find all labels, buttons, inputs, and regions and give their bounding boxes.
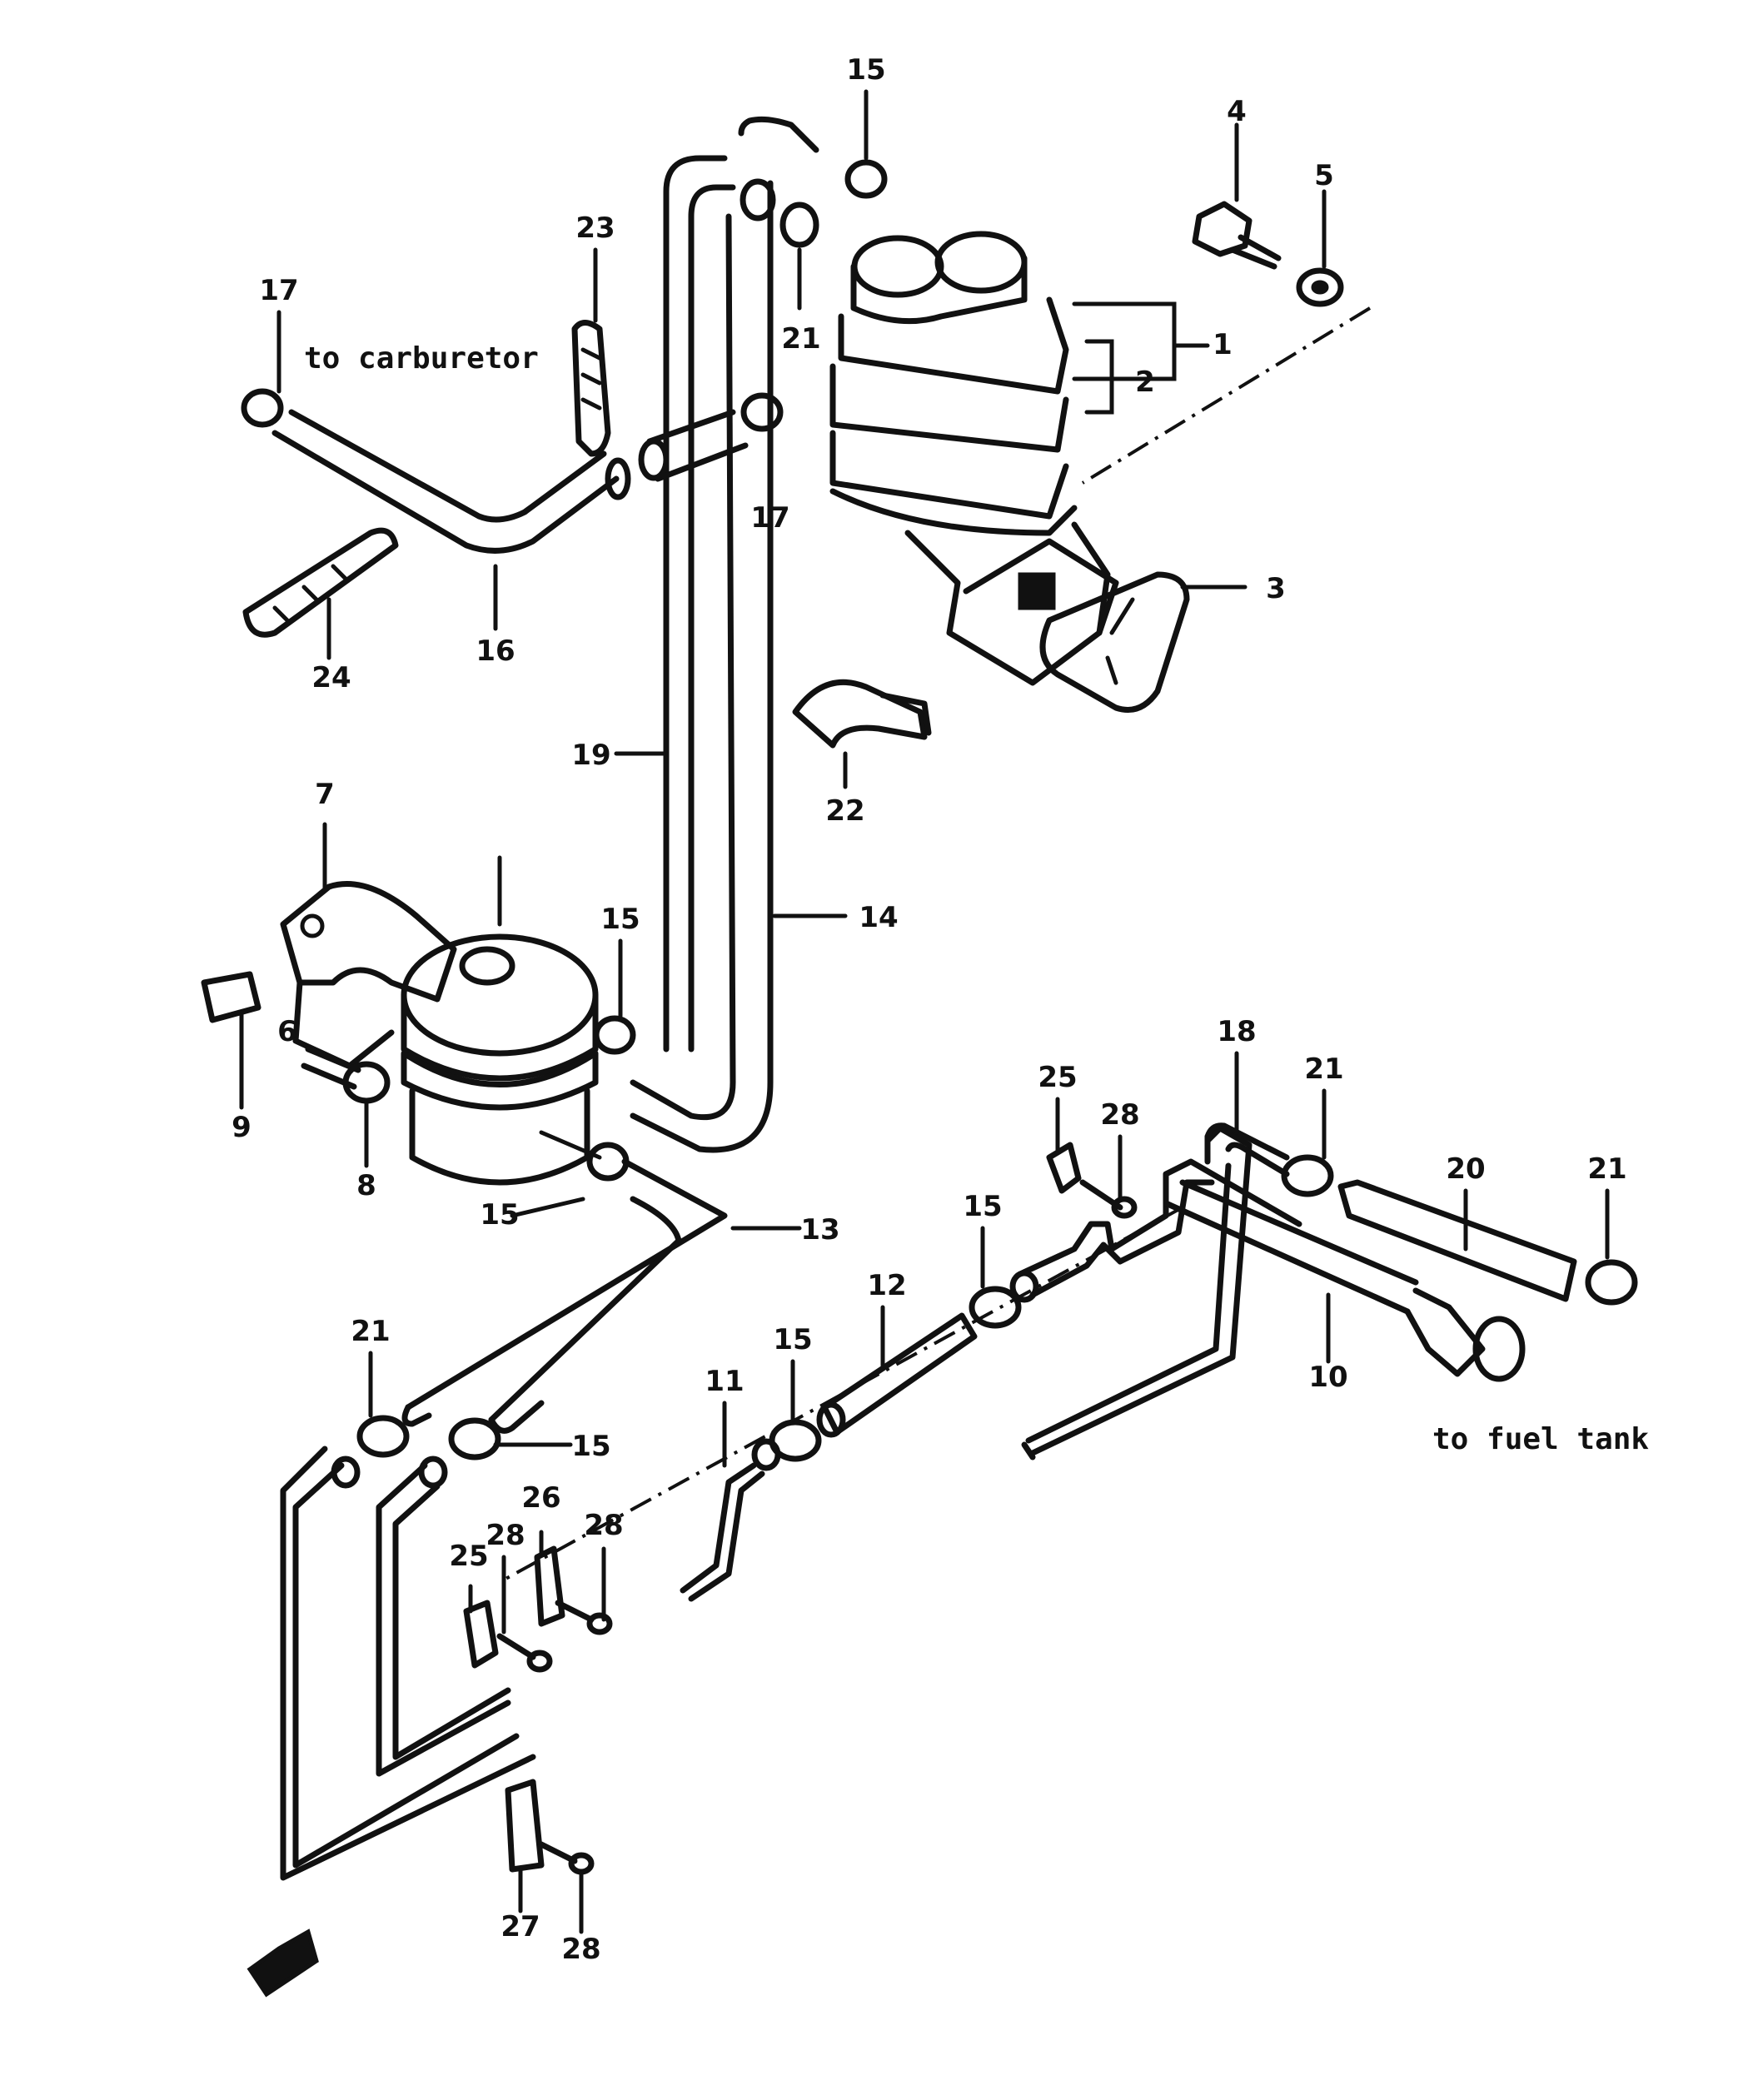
callout-28-right: 28 — [584, 1509, 623, 1542]
callout-19: 19 — [571, 739, 610, 772]
fuel-pipe-loop-right — [376, 1456, 511, 1777]
callout-4: 4 — [1227, 95, 1247, 128]
callout-28-bottom: 28 — [561, 1933, 600, 1966]
pipe-clamp-25-upper — [1046, 1142, 1138, 1219]
callout-14: 14 — [859, 901, 898, 934]
note-to-fuel-tank: to fuel tank — [1432, 1422, 1649, 1456]
fuel-hose-13 — [401, 1158, 728, 1434]
fuel-hose-20 — [1337, 1179, 1577, 1302]
bracket-bolt-8 — [301, 1046, 391, 1104]
hose-clip-17-mid — [740, 392, 784, 432]
callout-9: 9 — [232, 1111, 251, 1144]
callout-21-lower: 21 — [351, 1315, 390, 1348]
callout-15-pipe: 15 — [773, 1323, 812, 1356]
callout-15-top: 15 — [846, 53, 885, 87]
hose-clip-15-pipe — [769, 1419, 822, 1462]
fuel-pump — [829, 231, 1119, 686]
fuel-hose-19 — [663, 155, 736, 1052]
pipe-clamp-25-lower — [463, 1600, 553, 1673]
callout-28-upper: 28 — [1100, 1098, 1139, 1132]
callout-16: 16 — [476, 634, 515, 668]
hose-clip-21-right — [1281, 1154, 1334, 1197]
callout-11: 11 — [705, 1365, 744, 1398]
fuel-filter-bracket — [280, 881, 457, 1069]
hose-clip-15-top — [844, 159, 888, 199]
hose-clip-17-top — [241, 388, 284, 428]
fuel-pipe-18 — [1204, 1122, 1290, 1177]
grommet-9 — [201, 971, 261, 1023]
note-to-carburetor: to carburetor — [304, 341, 539, 376]
front-arrow-icon — [247, 1928, 319, 1998]
callout-13: 13 — [800, 1213, 839, 1247]
callout-3: 3 — [1266, 572, 1286, 605]
callout-23: 23 — [575, 211, 615, 245]
callout-18: 18 — [1217, 1015, 1256, 1048]
washer — [1296, 267, 1344, 307]
callout-22: 22 — [825, 794, 864, 828]
callout-25-lower: 25 — [449, 1540, 488, 1573]
pipe-clamp-27 — [505, 1779, 595, 1875]
callout-7: 7 — [315, 778, 335, 811]
fuel-pipe-11 — [680, 1438, 781, 1602]
pipe-clamp-26 — [534, 1545, 613, 1635]
callout-5: 5 — [1314, 159, 1334, 192]
fuel-filter — [401, 933, 602, 1186]
fuel-pipe-loop-left — [280, 1446, 536, 1881]
hose-clip-21-lower — [356, 1415, 410, 1458]
callout-12: 12 — [867, 1269, 906, 1302]
fuel-hose-12 — [816, 1312, 978, 1438]
callout-21-top: 21 — [781, 322, 820, 356]
callout-27: 27 — [500, 1910, 540, 1943]
callout-6: 6 — [277, 1015, 297, 1048]
fuel-pipe-10 — [1163, 1179, 1526, 1382]
bolt — [1192, 201, 1282, 270]
callout-10: 10 — [1308, 1361, 1347, 1394]
callout-1: 1 — [1213, 328, 1233, 361]
hose-cushion-23 — [571, 320, 611, 457]
fuel-hose-16 — [271, 409, 631, 554]
pump-gasket — [1039, 571, 1190, 713]
hose-clamp-22 — [792, 679, 932, 749]
hose-clip-15-hose12 — [969, 1286, 1022, 1329]
callout-21-end: 21 — [1587, 1152, 1626, 1186]
hose-cushion-24 — [242, 527, 399, 638]
assembly-centerline-upper — [1081, 306, 1372, 485]
fuel-hose-14 — [630, 116, 819, 1153]
callout-24: 24 — [311, 661, 351, 694]
callout-26: 26 — [521, 1481, 560, 1515]
hose-clip-21-top — [779, 202, 819, 248]
callout-17-top: 17 — [259, 274, 298, 307]
callout-labels: 1 2 3 4 5 6 7 8 9 10 11 12 13 14 15 15 1… — [232, 53, 1627, 1966]
short-pipe-joint — [638, 409, 749, 482]
callout-15-filter-lower: 15 — [480, 1198, 519, 1232]
callout-20: 20 — [1446, 1152, 1485, 1186]
callout-2: 2 — [1135, 366, 1155, 399]
hose-clip-21-end — [1585, 1259, 1638, 1306]
callout-25-upper: 25 — [1038, 1061, 1077, 1094]
hose-clip-15-lower — [448, 1417, 501, 1461]
callout-15-hose12: 15 — [963, 1190, 1002, 1223]
callout-15-filter: 15 — [600, 903, 640, 936]
leader-lines — [239, 89, 1610, 1934]
callout-28-left: 28 — [486, 1519, 525, 1552]
callout-15-lower: 15 — [571, 1430, 610, 1463]
callout-21-right: 21 — [1304, 1052, 1343, 1086]
callout-17-mid: 17 — [750, 501, 789, 535]
callout-8: 8 — [356, 1169, 376, 1202]
